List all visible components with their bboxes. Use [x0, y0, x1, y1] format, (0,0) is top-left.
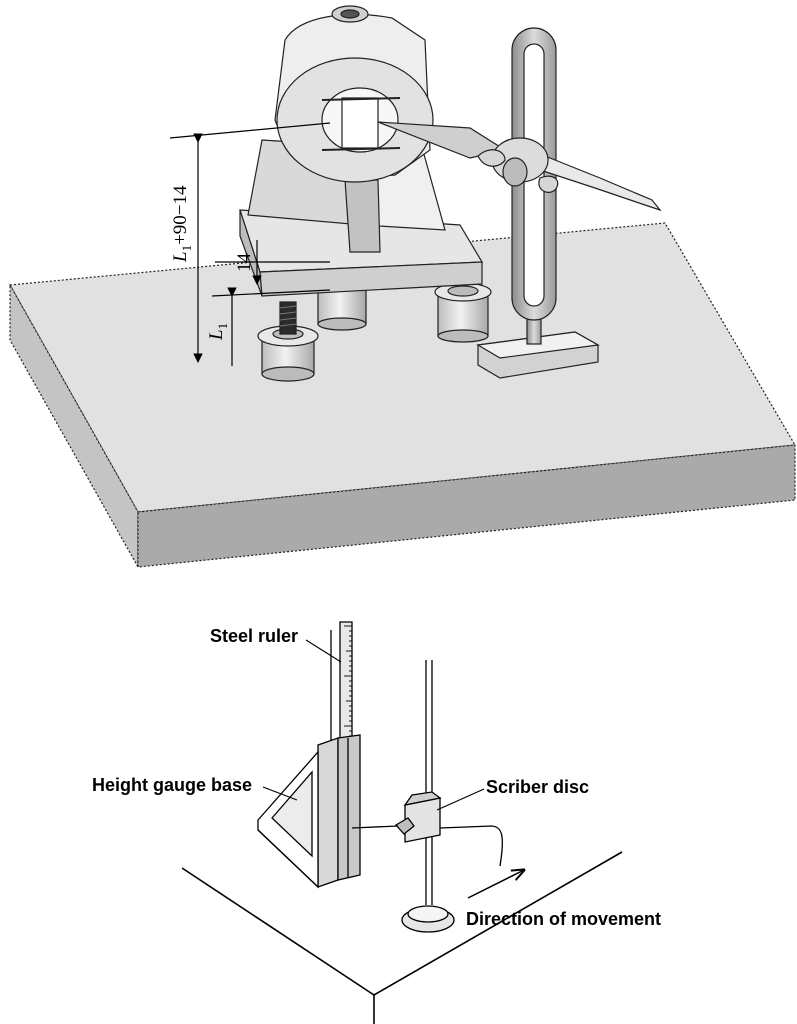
support-jack-right [434, 282, 492, 343]
dimension-total-label: L1+90−14 [170, 185, 194, 263]
table-corner [181, 851, 623, 1024]
scriber-arm [377, 121, 662, 212]
dimension-lines [169, 122, 331, 366]
top-figure: L1+90−14 14 L1 [9, 5, 796, 570]
surface-plate-left-side [9, 282, 139, 570]
height-gauge-base-label: Height gauge base [92, 775, 252, 795]
scriber-disc-label: Scriber disc [486, 777, 589, 797]
steel-ruler-label: Steel ruler [210, 626, 298, 646]
dimension-base-label: L1 [206, 323, 230, 341]
bearing-housing [274, 5, 434, 183]
dimension-offset-label: 14 [234, 253, 255, 273]
direction-label: Direction of movement [466, 909, 661, 929]
surface-plate [9, 222, 796, 570]
support-jack-front-left [257, 301, 319, 382]
scriber-assembly [351, 660, 503, 933]
leader-lines [262, 639, 485, 811]
bottom-figure [181, 621, 623, 1024]
surface-plate-top [9, 222, 796, 513]
height-gauge-base [257, 734, 361, 889]
direction-arrow [467, 870, 524, 899]
support-jack-rear-left [317, 289, 367, 331]
surface-plate-front [137, 444, 796, 568]
